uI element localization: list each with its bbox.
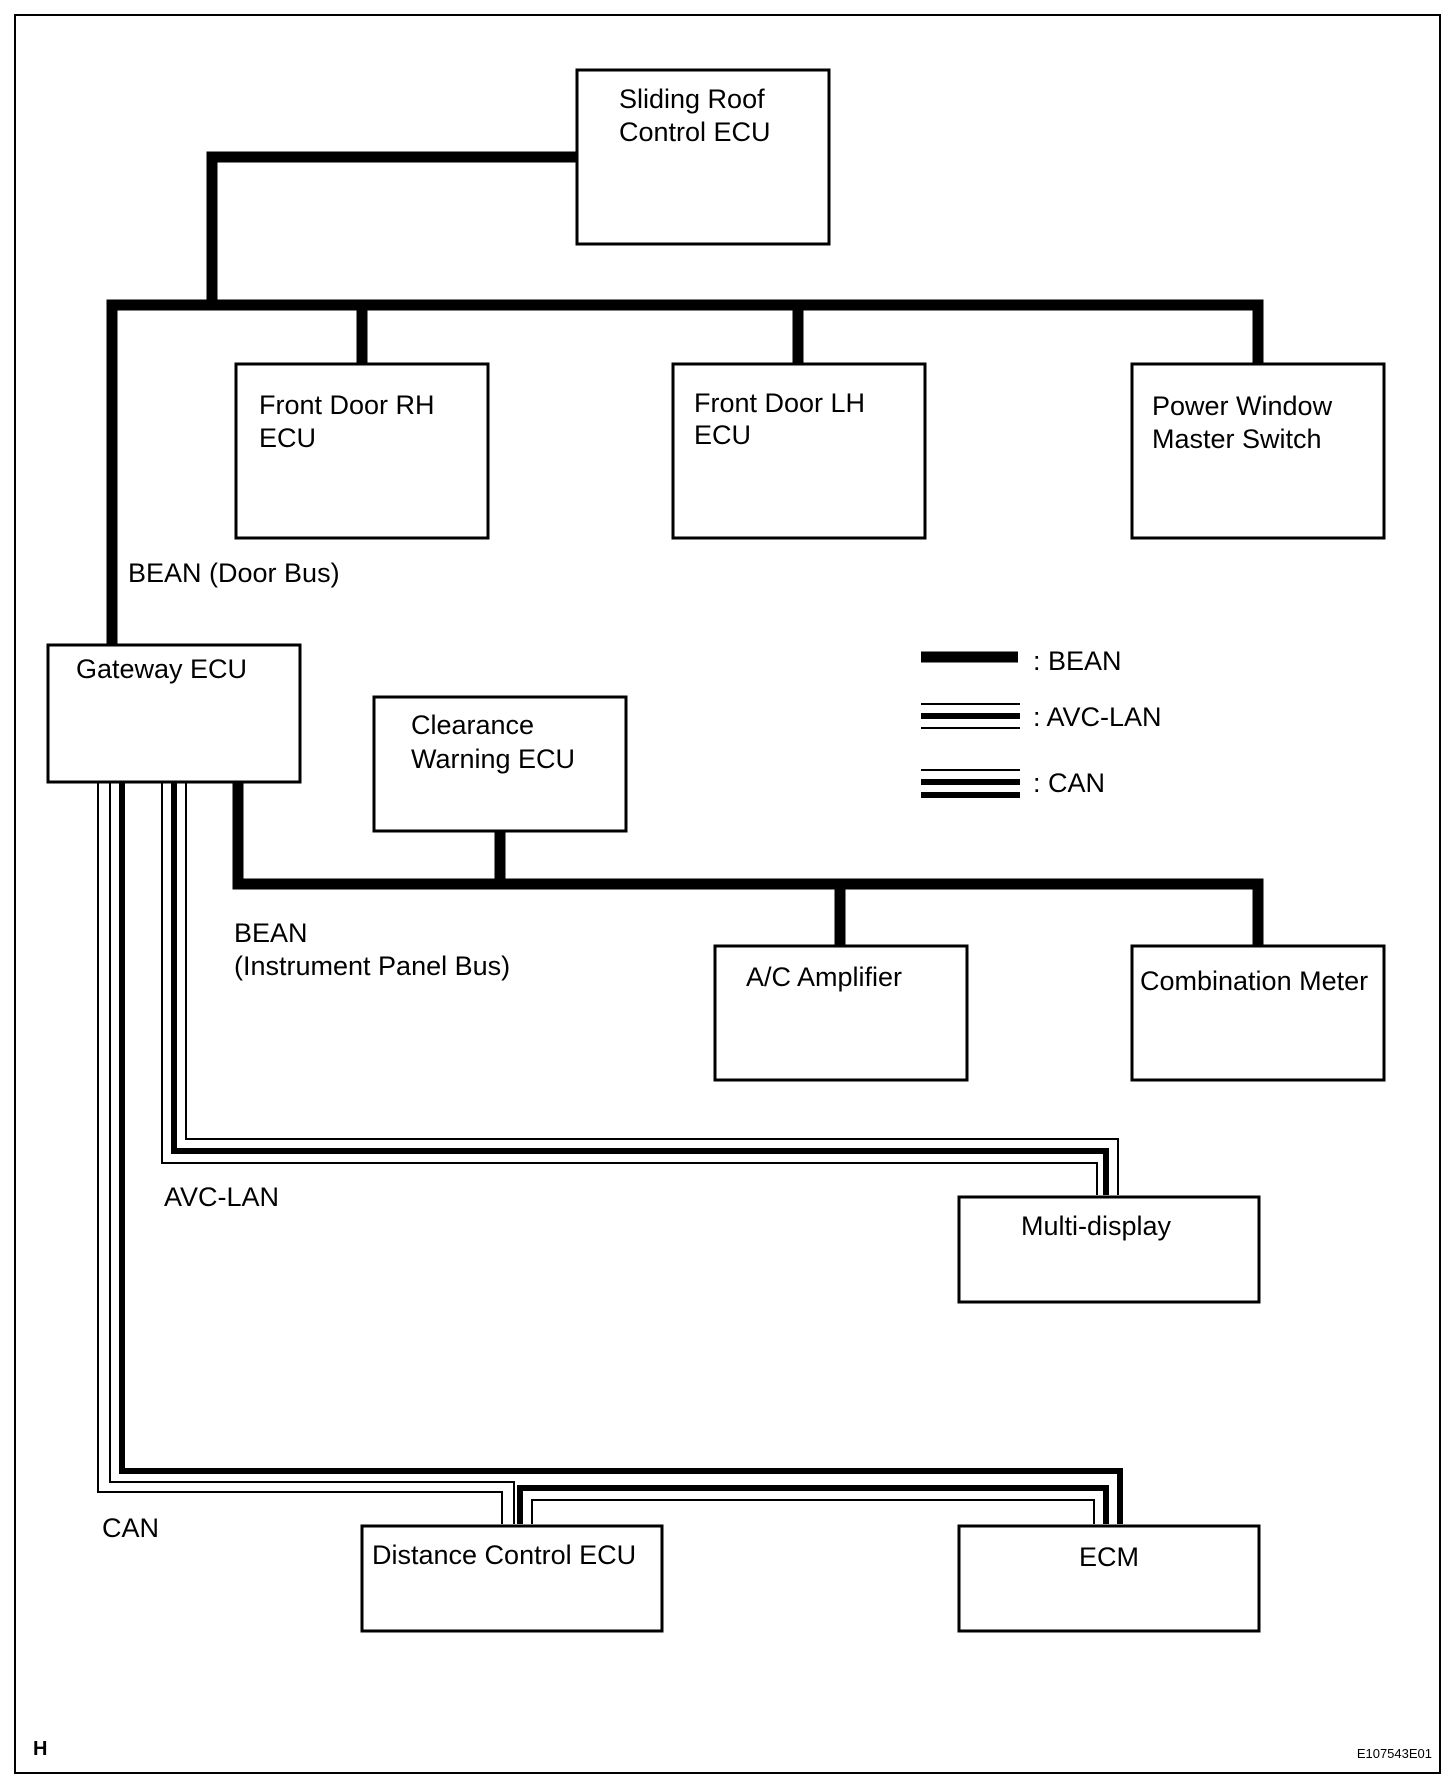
clearance-warning-box: [372, 695, 628, 833]
distance-control-box: [360, 1524, 664, 1633]
bean-instrument-panel-bus: [232, 776, 1264, 950]
avc-lan-bus: [161, 782, 1119, 1195]
distance-control-label: Distance Control ECU: [372, 1540, 636, 1570]
legend-avc-lan-swatch: [921, 703, 1020, 729]
ecm-box: [957, 1524, 1261, 1633]
figure-frame: [14, 14, 1441, 1774]
power-window-label: Power Window Master Switch: [1152, 391, 1340, 454]
legend-bean-label: : BEAN: [1033, 646, 1122, 676]
gateway-box: [46, 643, 302, 784]
bean-instrument-bus-label: BEAN (Instrument Panel Bus): [234, 918, 510, 981]
ac-amplifier-label: A/C Amplifier: [746, 962, 902, 992]
legend-can-swatch: [921, 769, 1020, 798]
sliding-roof-box: [575, 68, 831, 246]
bean-door-bus-label: BEAN (Door Bus): [128, 558, 340, 588]
legend-avc-lan-label: : AVC-LAN: [1033, 702, 1162, 732]
legend: : BEAN : AVC-LAN : CAN: [921, 646, 1162, 798]
front-door-rh-box: [234, 362, 490, 540]
clearance-warning-label: Clearance Warning ECU: [411, 710, 575, 774]
combination-meter-label: Combination Meter: [1140, 966, 1368, 996]
corner-letter: H: [33, 1738, 47, 1760]
figure-code: E107543E01: [1357, 1746, 1432, 1761]
front-door-lh-box: [671, 362, 927, 540]
ac-amplifier-box: [713, 944, 969, 1082]
multi-display-box: [957, 1195, 1261, 1304]
front-door-rh-label: Front Door RH ECU: [259, 390, 442, 453]
power-window-box: [1130, 362, 1386, 540]
sliding-roof-label: Sliding Roof Control ECU: [619, 84, 772, 147]
can-bus-label: CAN: [102, 1513, 159, 1543]
bean-door-bus: [106, 151, 1264, 651]
combination-meter-box: [1130, 944, 1386, 1082]
can-bus: [97, 782, 1123, 1524]
legend-can-label: : CAN: [1033, 768, 1105, 798]
front-door-lh-label: Front Door LH ECU: [694, 388, 873, 450]
multi-display-label: Multi-display: [1021, 1211, 1172, 1241]
ecm-label: ECM: [1079, 1542, 1139, 1572]
gateway-label: Gateway ECU: [76, 654, 247, 684]
avc-lan-bus-label: AVC-LAN: [164, 1182, 279, 1212]
